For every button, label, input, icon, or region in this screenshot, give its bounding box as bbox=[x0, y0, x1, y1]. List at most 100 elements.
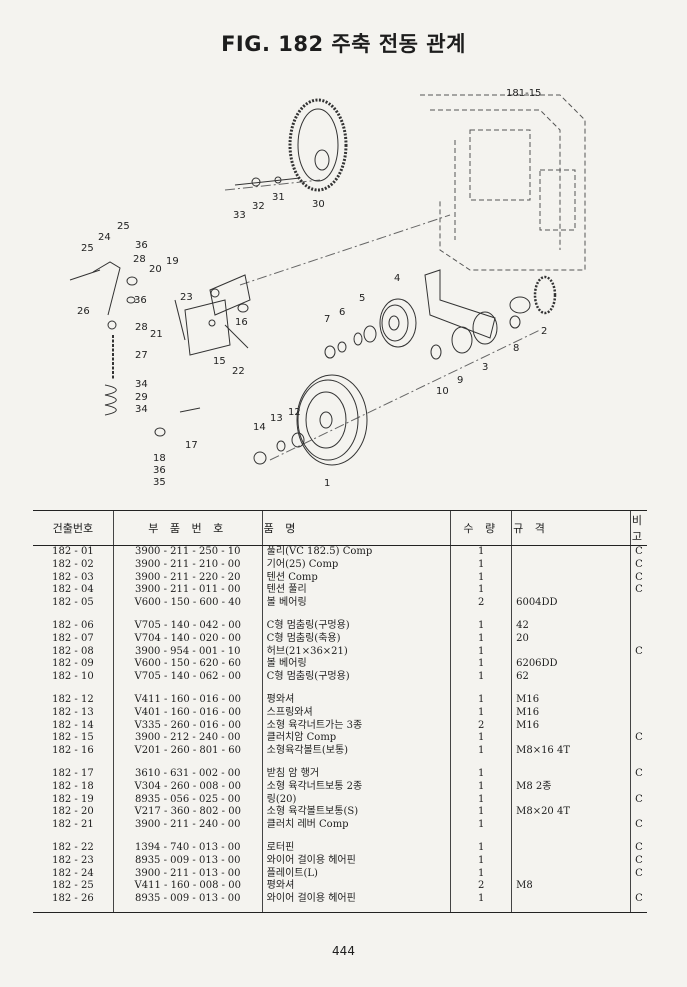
item-number-cell: 182 - 20 bbox=[52, 806, 94, 818]
part-number-cell: V600 - 150 - 600 - 40 bbox=[112, 597, 263, 610]
callout-labels: 181-15 1 2 3 4 5 6 7 8 9 10 12 13 14 15 … bbox=[77, 88, 547, 489]
part-name-cell: 와이어 걸이용 헤어핀 bbox=[261, 854, 451, 868]
callout-number: 36 bbox=[134, 295, 147, 306]
quantity-cell: 1 bbox=[450, 757, 512, 781]
part-name-cell: 받침 암 행거 bbox=[261, 757, 451, 781]
spec-cell: M8 bbox=[511, 880, 631, 894]
part-number-cell: 3900 - 954 - 001 - 10 bbox=[112, 645, 263, 659]
spec-cell: M16 bbox=[511, 683, 631, 707]
part-number-cell: 8935 - 056 - 025 - 00 bbox=[112, 793, 263, 807]
spec-cell bbox=[511, 545, 631, 559]
part-name-cell: 볼 베어링 bbox=[261, 597, 451, 610]
spec-cell bbox=[511, 645, 631, 659]
table-header-row: 건출번호 부 품 번 호 품 명 수 량 규 격 비 고 bbox=[33, 510, 647, 546]
quantity-cell: 1 bbox=[450, 831, 512, 855]
callout-number: 23 bbox=[180, 292, 193, 303]
quantity-cell: 1 bbox=[450, 645, 512, 659]
remark-cell bbox=[629, 683, 647, 707]
part-number-cell: V201 - 260 - 801 - 60 bbox=[112, 745, 263, 758]
item-number-cell: 182 - 25 bbox=[52, 880, 94, 892]
part-number-cell: V705 - 140 - 042 - 00 bbox=[112, 609, 263, 633]
clutch-lever-assembly bbox=[174, 274, 251, 356]
item-number-cell: 182 - 07 bbox=[52, 632, 94, 644]
callout-number: 15 bbox=[213, 356, 226, 367]
gear-30 bbox=[288, 98, 348, 192]
part-number-cell: V411 - 160 - 016 - 00 bbox=[112, 683, 263, 707]
part-name-cell: 볼 베어링 bbox=[261, 658, 451, 672]
part-number-cell: V705 - 140 - 062 - 00 bbox=[112, 671, 263, 684]
callout-number: 28 bbox=[135, 322, 148, 333]
quantity-cell: 1 bbox=[450, 584, 512, 598]
part-name-cell: C형 멈춤링(구멍용) bbox=[261, 609, 451, 633]
quantity-cell: 1 bbox=[450, 732, 512, 746]
item-number-cell: 182 - 16 bbox=[52, 745, 94, 757]
spring-27 bbox=[104, 335, 201, 437]
item-number-cell: 182 - 13 bbox=[52, 706, 94, 718]
remark-cell bbox=[629, 806, 647, 820]
remark-cell bbox=[629, 745, 647, 758]
callout-number: 6 bbox=[339, 307, 345, 318]
remark-cell bbox=[629, 632, 647, 646]
item-number-cell: 182 - 22 bbox=[52, 841, 94, 853]
spec-cell bbox=[511, 867, 631, 881]
callout-number: 25 bbox=[117, 221, 130, 232]
quantity-cell: 1 bbox=[450, 806, 512, 820]
part-number-cell: 3900 - 211 - 013 - 00 bbox=[112, 867, 263, 881]
remark-cell: C bbox=[629, 831, 647, 855]
callout-number: 16 bbox=[235, 317, 248, 328]
spec-cell: 42 bbox=[511, 609, 631, 633]
quantity-cell: 1 bbox=[450, 893, 512, 913]
quantity-cell: 1 bbox=[450, 780, 512, 794]
item-number-cell: 182 - 09 bbox=[52, 658, 94, 670]
spec-cell bbox=[511, 584, 631, 598]
callout-number: 17 bbox=[185, 440, 198, 451]
spec-cell: 20 bbox=[511, 632, 631, 646]
callout-number: 14 bbox=[253, 422, 266, 433]
header-part-name: 품 명 bbox=[261, 510, 451, 546]
remark-cell bbox=[629, 671, 647, 684]
quantity-cell: 1 bbox=[450, 819, 512, 832]
callout-number: 10 bbox=[436, 386, 449, 397]
spec-cell: 6206DD bbox=[511, 658, 631, 672]
spec-cell bbox=[511, 893, 631, 913]
part-name-cell: 플레이트(L) bbox=[261, 867, 451, 881]
part-name-cell: C형 멈춤링(축용) bbox=[261, 632, 451, 646]
part-number-cell: 3900 - 211 - 210 - 00 bbox=[112, 558, 263, 572]
callout-number: 7 bbox=[324, 314, 330, 325]
item-number-cell: 182 - 02 bbox=[52, 558, 94, 570]
tension-arm-3 bbox=[424, 269, 498, 360]
header-remarks: 비 고 bbox=[629, 510, 647, 546]
item-number-cell: 182 - 03 bbox=[52, 571, 94, 583]
remark-cell: C bbox=[629, 645, 647, 659]
part-name-cell: 평와셔 bbox=[261, 683, 451, 707]
quantity-cell: 1 bbox=[450, 658, 512, 672]
item-number-cell: 182 - 01 bbox=[52, 546, 94, 557]
item-number-cell: 182 - 08 bbox=[52, 645, 94, 657]
spec-cell bbox=[511, 571, 631, 585]
part-number-cell: 8935 - 009 - 013 - 00 bbox=[112, 854, 263, 868]
remark-cell bbox=[629, 780, 647, 794]
callout-number: 24 bbox=[98, 232, 111, 243]
part-name-cell: 소형 육각너트가는 3종 bbox=[261, 719, 451, 733]
part-number-cell: V411 - 160 - 008 - 00 bbox=[112, 880, 263, 894]
remark-cell: C bbox=[629, 545, 647, 559]
item-number-cell: 182 - 21 bbox=[52, 819, 94, 831]
part-name-cell: 평와셔 bbox=[261, 880, 451, 894]
quantity-cell: 1 bbox=[450, 571, 512, 585]
callout-number: 22 bbox=[232, 366, 245, 377]
remark-cell bbox=[629, 719, 647, 733]
remark-cell: C bbox=[629, 854, 647, 868]
item-number-cell: 182 - 19 bbox=[52, 793, 94, 805]
callout-number: 13 bbox=[270, 413, 283, 424]
